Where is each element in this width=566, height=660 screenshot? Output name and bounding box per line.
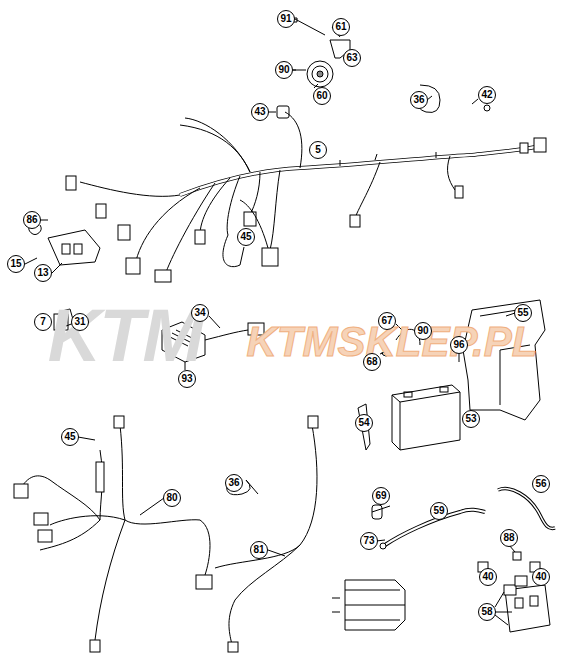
callout-number: 59 [430, 502, 448, 520]
callout-number: 73 [360, 532, 378, 550]
callout-number: 80 [163, 489, 181, 507]
callout-number: 63 [343, 49, 361, 67]
callout-number: 86 [23, 211, 41, 229]
callout-number: 34 [191, 304, 209, 322]
callout-number: 96 [450, 336, 468, 354]
callout-number: 36 [410, 91, 428, 109]
callout-number: 40 [479, 568, 497, 586]
callout-number: 91 [277, 10, 295, 28]
callout-number: 61 [332, 18, 350, 36]
callout-number: 36 [225, 474, 243, 492]
callout-number: 56 [532, 475, 550, 493]
callout-number: 90 [275, 61, 293, 79]
callout-number: 88 [500, 529, 518, 547]
callout-number: 45 [237, 228, 255, 246]
callout-number: 31 [71, 313, 89, 331]
callout-number: 15 [7, 255, 25, 273]
callout-number: 5 [309, 141, 327, 159]
callout-number: 81 [250, 541, 268, 559]
callout-number: 58 [478, 603, 496, 621]
callout-number: 54 [355, 414, 373, 432]
callout-number: 40 [532, 568, 550, 586]
callout-number: 45 [61, 428, 79, 446]
callout-number: 93 [178, 370, 196, 388]
callout-number: 42 [478, 86, 496, 104]
callout-number: 60 [313, 87, 331, 105]
callout-number: 43 [251, 103, 269, 121]
callout-number: 55 [514, 304, 532, 322]
callout-number: 69 [372, 487, 390, 505]
callout-number: 13 [34, 264, 52, 282]
callout-number: 67 [378, 312, 396, 330]
callout-number: 90 [414, 322, 432, 340]
callout-number: 7 [34, 313, 52, 331]
callout-number: 68 [363, 353, 381, 371]
callout-number: 53 [462, 410, 480, 428]
watermark: KTM [48, 293, 202, 378]
